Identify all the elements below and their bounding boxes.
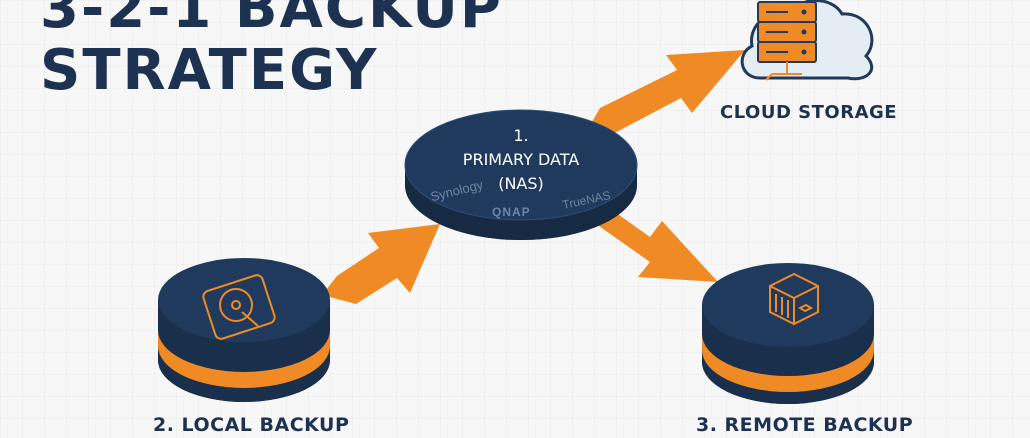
arrow-primary-to-remote	[582, 200, 718, 282]
cloud-storage-label: CLOUD STORAGE	[720, 102, 898, 123]
local-backup-label: 2. LOCAL BACKUP	[153, 414, 350, 436]
cloud-server-icon	[740, 0, 874, 81]
page-title: 3-2-1 BACKUP STRATEGY	[40, 0, 503, 102]
remote-backup-label: 3. REMOTE BACKUP	[696, 414, 914, 436]
remote-backup-disc	[702, 263, 874, 404]
arrow-local-to-primary	[322, 224, 440, 304]
hard-drive-icon	[202, 274, 276, 340]
primary-label-line-2: (NAS)	[498, 174, 544, 193]
primary-data-disc	[404, 109, 638, 240]
primary-label-line-1: PRIMARY DATA	[462, 150, 580, 169]
local-backup-disc	[158, 258, 330, 402]
nas-box-icon	[769, 272, 819, 326]
qnap-logo: QNAP	[492, 205, 531, 219]
title-line-2: STRATEGY	[40, 38, 379, 103]
primary-number: 1.	[513, 126, 529, 145]
title-line-1: 3-2-1 BACKUP	[40, 0, 503, 41]
arrow-primary-to-cloud	[592, 50, 745, 138]
